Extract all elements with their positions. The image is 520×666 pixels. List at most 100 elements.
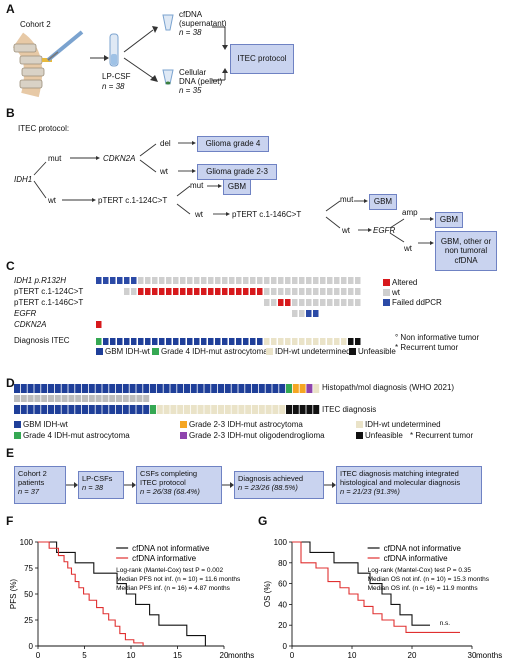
flow-completing-line3: n = 26/38 (68.4%) [140, 487, 200, 496]
os-legend-label-1: cfDNA informative [384, 554, 449, 563]
heatmap-cell [264, 299, 270, 306]
os-y-tick-label: 40 [278, 600, 287, 609]
heatmap-cell [124, 277, 130, 284]
diagnosis-cell [159, 338, 165, 345]
os-y-tick-label: 100 [274, 538, 288, 547]
itec-cell [190, 405, 197, 414]
os-annotation-2: Median OS inf. (n = 16) = 11.9 months [368, 585, 479, 592]
g4-swatch [152, 348, 159, 355]
itec-cell [211, 405, 218, 414]
tert124-wt: wt [195, 210, 203, 219]
heatmap-cell [348, 288, 354, 295]
histopath-cell [14, 384, 20, 393]
idh1-wt: wt [48, 196, 56, 205]
histopath-cell [136, 384, 143, 393]
histopath-cell [54, 384, 61, 393]
heatmap-cell [229, 288, 235, 295]
wt-swatch [383, 289, 390, 296]
histopath-cell [34, 384, 41, 393]
legend-d-und: IDH-wt undetermined [356, 420, 441, 429]
legend-d-und-label: IDH-wt undetermined [365, 420, 441, 429]
heatmap-cell [292, 310, 298, 317]
lp-csf-n: n = 38 [102, 82, 125, 91]
itec-cell [75, 405, 82, 414]
itec-cell [177, 405, 184, 414]
itec-cell [88, 405, 95, 414]
heatmap-cell [334, 299, 340, 306]
diagnosis-cell [187, 338, 193, 345]
altered-swatch [383, 279, 390, 286]
legend-d-recurrent: * Recurrent tumor [410, 431, 474, 440]
histopath-cell [122, 384, 129, 393]
heatmap-cell [355, 299, 361, 306]
gbm-box-2: GBM [369, 194, 397, 210]
diagnosis-cell [208, 338, 214, 345]
heatmap-cell [194, 288, 200, 295]
heatmap-cell [257, 288, 263, 295]
cfdna-n: n = 38 [179, 28, 202, 37]
note-non-informative: ° Non informative tumor [395, 333, 480, 342]
diagnosis-cell [271, 338, 277, 345]
flow-completing-line2: ITEC protocol [140, 478, 186, 487]
diagnosis-cell [194, 338, 200, 345]
flow-lpcsf-line2: n = 38 [82, 483, 104, 492]
histopath-cell [102, 384, 109, 393]
os-annotation-0: Log-rank (Mantel-Cox) test P = 0.35 [368, 567, 472, 574]
legend-c-gbm: GBM IDH-wt [96, 347, 150, 356]
gbm-other-box: GBM, other or non tumoral cfDNA [435, 231, 497, 271]
diagnosis-cell [152, 338, 158, 345]
heatmap-cell [180, 288, 186, 295]
legend-c-und-label: IDH-wt undetermined [275, 347, 351, 356]
histopath-cell [48, 384, 54, 393]
row-label-tert146: pTERT c.1-146C>T [14, 298, 84, 307]
os-x-tick-label: 10 [348, 651, 357, 660]
pfs-y-tick-label: 0 [29, 642, 34, 651]
legend-c-gbm-label: GBM IDH-wt [105, 347, 150, 356]
spacer-cell [88, 395, 95, 402]
pfs-legend-label-1: cfDNA informative [132, 554, 197, 563]
legend-altered: Altered [383, 278, 417, 287]
cdkn2a-node: CDKN2A [103, 154, 136, 163]
heatmap-cell [243, 277, 249, 284]
histopath-cell [20, 384, 27, 393]
histopath-cell [163, 384, 170, 393]
histopath-cell [292, 384, 299, 393]
cfdna-sub: (supernatant) [179, 19, 227, 28]
lp-csf-label: LP-CSF [102, 72, 131, 81]
itec-cell [258, 405, 265, 414]
legend-d-g23a-label: Grade 2-3 IDH-mut astrocytoma [189, 420, 303, 429]
itec-cell [27, 405, 34, 414]
heatmap-cell [96, 321, 102, 328]
os-y-tick-label: 60 [278, 580, 287, 589]
pfs-annotation-1: Median PFS not inf. (n = 10) = 11.6 mont… [116, 576, 241, 583]
histopath-cell [170, 384, 177, 393]
heatmap-cell [271, 277, 277, 284]
histopath-cell [197, 384, 204, 393]
heatmap-cell [236, 277, 242, 284]
heatmap-cell [341, 288, 347, 295]
diagnosis-cell [124, 338, 130, 345]
itec-cell [34, 405, 41, 414]
heatmap-cell [145, 288, 151, 295]
legend-wt-label: wt [392, 288, 400, 297]
pfs-x-tick-label: 15 [173, 651, 182, 660]
heatmap-cell [124, 288, 130, 295]
histopath-cell [184, 384, 190, 393]
cellular-label: Cellular [179, 68, 207, 77]
itec-cell [129, 405, 136, 414]
histopath-cell [299, 384, 306, 393]
os-series-1 [292, 541, 460, 634]
diagnosis-cell [166, 338, 172, 345]
flow-completing-line1: CSFs completing [140, 469, 198, 478]
spacer-cell [20, 395, 27, 402]
histopath-cell [272, 384, 279, 393]
diagnosis-cell [299, 338, 305, 345]
histopath-cell [211, 384, 218, 393]
legend-c-unf-label: Unfeasible [358, 347, 396, 356]
cohort-label: Cohort 2 [20, 20, 51, 29]
legend-altered-label: Altered [392, 278, 418, 287]
histopath-cell [218, 384, 224, 393]
heatmap-cell [292, 277, 298, 284]
diagnosis-cell [173, 338, 179, 345]
